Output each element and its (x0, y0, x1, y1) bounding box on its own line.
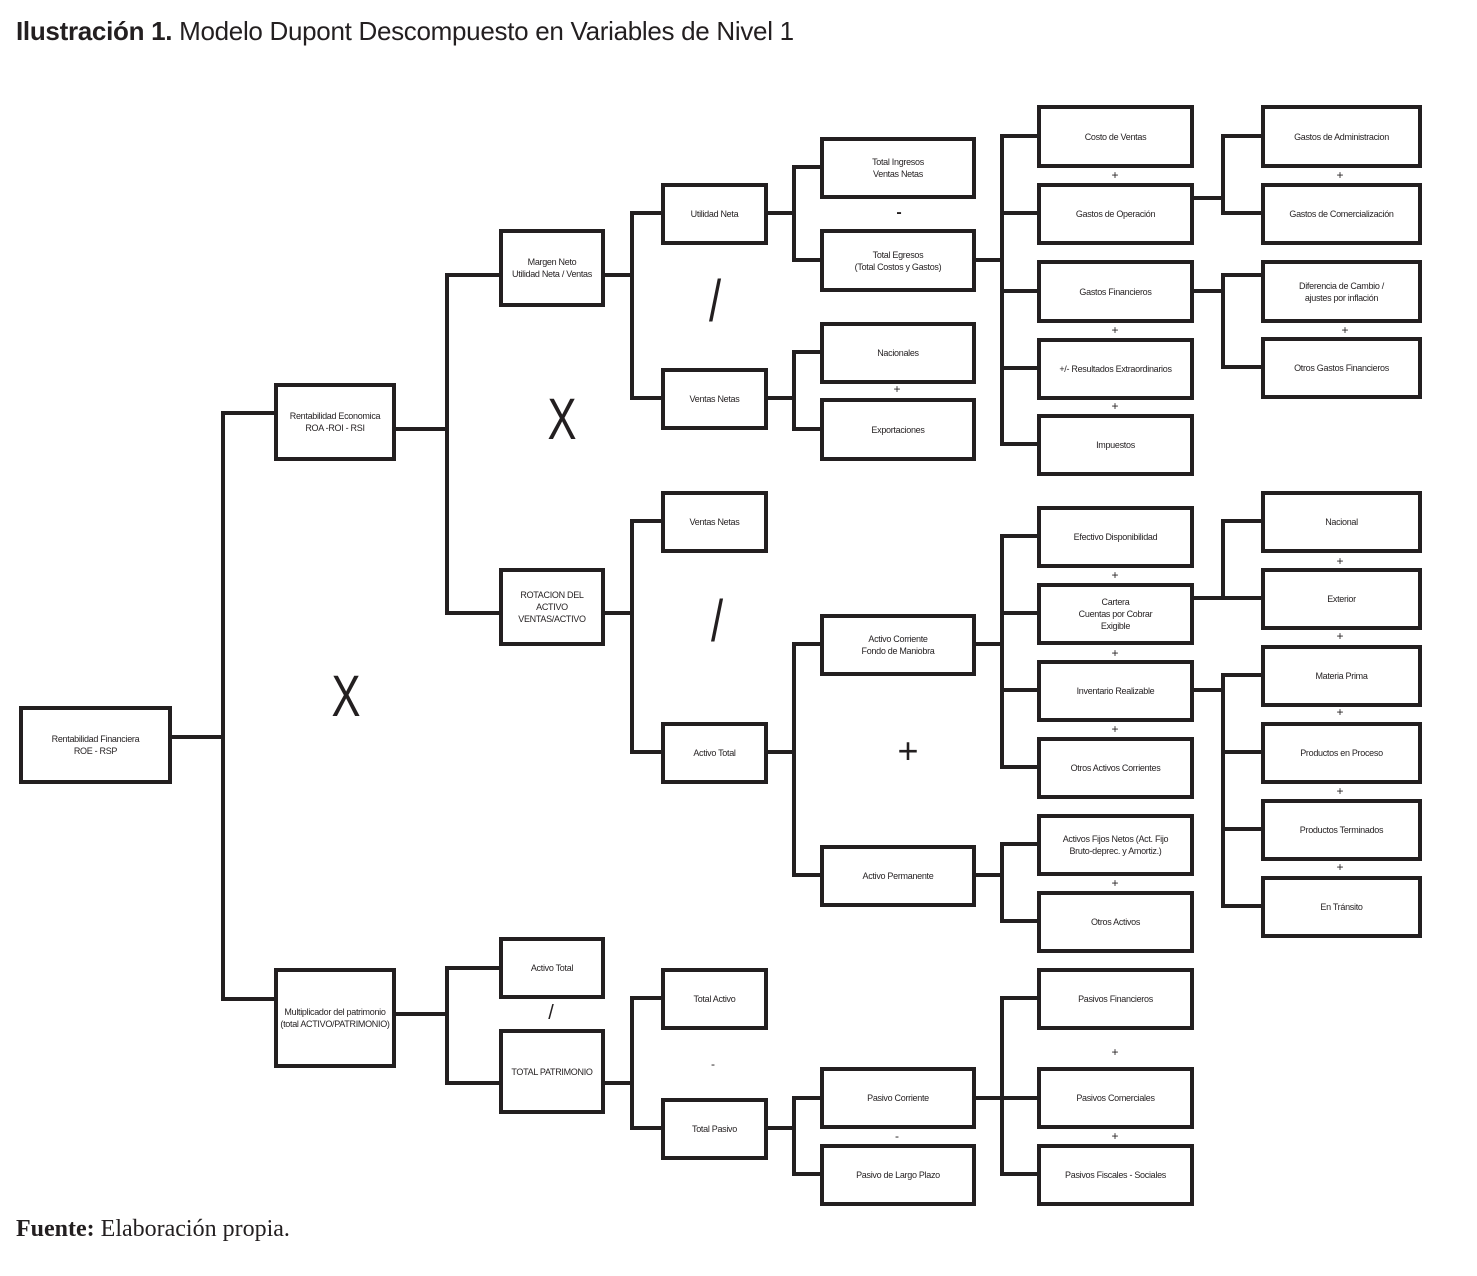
node-cartera: Cartera Cuentas por Cobrar Exigible (1037, 583, 1194, 645)
connector-inventario (1191, 673, 1263, 908)
node-pasivo-corriente: Pasivo Corriente (820, 1067, 976, 1129)
node-en-transito: En Tránsito (1261, 876, 1422, 938)
node-multiplicador: Multiplicador del patrimonio (total ACTI… (274, 968, 396, 1068)
connector-multiplicador (393, 966, 501, 1085)
node-mult-activo-total: Activo Total (499, 937, 605, 999)
node-ventas-netas-margen: Ventas Netas (661, 368, 768, 430)
operator-minus-utilidad: - (896, 204, 902, 221)
operator-plus-c5-4: + (1111, 568, 1119, 582)
connector-utilidad (765, 165, 822, 262)
node-activos-fijos: Activos Fijos Netos (Act. Fijo Bruto-dep… (1037, 814, 1194, 876)
node-activo-total: Activo Total (661, 722, 768, 784)
node-productos-terminados: Productos Terminados (1261, 799, 1422, 861)
node-productos-proceso: Productos en Proceso (1261, 722, 1422, 784)
node-efectivo: Efectivo Disponibilidad (1037, 506, 1194, 568)
node-costo-ventas: Costo de Ventas (1037, 105, 1194, 168)
connector-activo-total (765, 642, 822, 877)
connector-pasivo-corriente (973, 996, 1039, 1176)
operator-divide-multiplicador: / (548, 1002, 554, 1024)
node-ventas-netas-rotacion: Ventas Netas (661, 491, 768, 553)
connector-egresos (973, 134, 1039, 446)
node-total-patrimonio: TOTAL PATRIMONIO (499, 1029, 605, 1114)
operator-minus-patrimonio: - (711, 1057, 715, 1071)
operator-plus-c6-3: + (1336, 554, 1344, 568)
node-gastos-administracion: Gastos de Administracion (1261, 105, 1422, 168)
figure-title-lead: Ilustración 1. (16, 16, 173, 46)
node-total-activo: Total Activo (661, 968, 768, 1030)
node-diferencia-cambio: Diferencia de Cambio / ajustes por infla… (1261, 260, 1422, 323)
operator-divide-margen: / (708, 269, 722, 334)
connector-rotacion (602, 519, 663, 754)
node-otros-gastos-financieros: Otros Gastos Financieros (1261, 337, 1422, 399)
node-pasivo-largo-plazo: Pasivo de Largo Plazo (820, 1144, 976, 1206)
operator-divide-rotacion: / (710, 589, 724, 654)
operator-multiply-roe: X (331, 664, 361, 729)
operator-plus-c6-5: + (1336, 705, 1344, 719)
operator-plus-c5-6: + (1111, 722, 1119, 736)
figure-title-text: Modelo Dupont Descompuesto en Variables … (172, 16, 794, 46)
figure-source-lead: Fuente: (16, 1216, 95, 1242)
operator-plus-c5-7: + (1111, 876, 1119, 890)
connector-roa (393, 273, 501, 615)
figure-title: Ilustración 1. Modelo Dupont Descompuest… (16, 16, 794, 47)
node-roe: Rentabilidad Financiera ROE - RSP (19, 706, 172, 784)
node-otros-activos-corrientes: Otros Activos Corrientes (1037, 737, 1194, 799)
node-pasivos-comerciales: Pasivos Comerciales (1037, 1067, 1194, 1129)
operator-plus-c6-6: + (1336, 784, 1344, 798)
node-gastos-comercializacion: Gastos de Comercialización (1261, 183, 1422, 245)
node-resultados-extraordinarios: +/- Resultados Extraordinarios (1037, 338, 1194, 400)
node-pasivos-financieros: Pasivos Financieros (1037, 968, 1194, 1030)
connector-gastos-operacion (1191, 134, 1263, 215)
node-exterior: Exterior (1261, 568, 1422, 630)
node-utilidad-neta: Utilidad Neta (661, 183, 768, 245)
operator-plus-c6-2: + (1341, 323, 1349, 337)
connector-ventas (765, 350, 822, 431)
operator-plus-c6-7: + (1336, 860, 1344, 874)
node-pasivos-fiscales: Pasivos Fiscales - Sociales (1037, 1144, 1194, 1206)
node-total-pasivo: Total Pasivo (661, 1098, 768, 1160)
figure-source: Fuente: Elaboración propia. (16, 1216, 290, 1243)
node-gastos-operacion: Gastos de Operación (1037, 183, 1194, 245)
connector-total-pasivo (765, 1096, 822, 1176)
node-otros-activos: Otros Activos (1037, 891, 1194, 953)
connector-roe (169, 411, 276, 1001)
node-activo-permanente: Activo Permanente (820, 845, 976, 907)
node-gastos-financieros: Gastos Financieros (1037, 260, 1194, 323)
node-rotacion: ROTACION DEL ACTIVO VENTAS/ACTIVO (499, 568, 605, 646)
operator-plus-c6-4: + (1336, 629, 1344, 643)
connector-margen (602, 211, 663, 400)
connector-gastos-financieros (1191, 273, 1263, 369)
operator-plus-c5-1: + (1111, 168, 1119, 182)
operator-plus-c5-9: + (1111, 1129, 1119, 1143)
connector-activo-corriente (973, 534, 1039, 769)
node-margen-neto: Margen Neto Utilidad Neta / Ventas (499, 229, 605, 307)
operator-plus-c5-3: + (1111, 399, 1119, 413)
node-exportaciones: Exportaciones (820, 398, 976, 461)
operator-plus-ventas: + (893, 382, 901, 396)
node-nacionales: Nacionales (820, 322, 976, 384)
operator-plus-c6-1: + (1336, 168, 1344, 182)
node-materia-prima: Materia Prima (1261, 645, 1422, 707)
connector-cartera (1191, 519, 1263, 600)
operator-plus-c5-5: + (1111, 646, 1119, 660)
node-total-ingresos: Total Ingresos Ventas Netas (820, 137, 976, 199)
node-impuestos: Impuestos (1037, 414, 1194, 476)
operator-plus-c5-2: + (1111, 323, 1119, 337)
operator-multiply-roa: X (547, 387, 577, 452)
node-inventario: Inventario Realizable (1037, 660, 1194, 722)
operator-minus-pasivo: - (895, 1129, 899, 1143)
node-roa: Rentabilidad Economica ROA -ROI - RSI (274, 383, 396, 461)
connector-activo-permanente (973, 842, 1039, 923)
node-activo-corriente: Activo Corriente Fondo de Maniobra (820, 614, 976, 676)
node-nacional: Nacional (1261, 491, 1422, 553)
connector-patrimonio (602, 996, 663, 1130)
operator-plus-c5-8: + (1111, 1045, 1119, 1059)
figure-source-text: Elaboración propia. (94, 1216, 290, 1242)
operator-plus-activo-total: + (897, 730, 919, 771)
node-total-egresos: Total Egresos (Total Costos y Gastos) (820, 229, 976, 292)
